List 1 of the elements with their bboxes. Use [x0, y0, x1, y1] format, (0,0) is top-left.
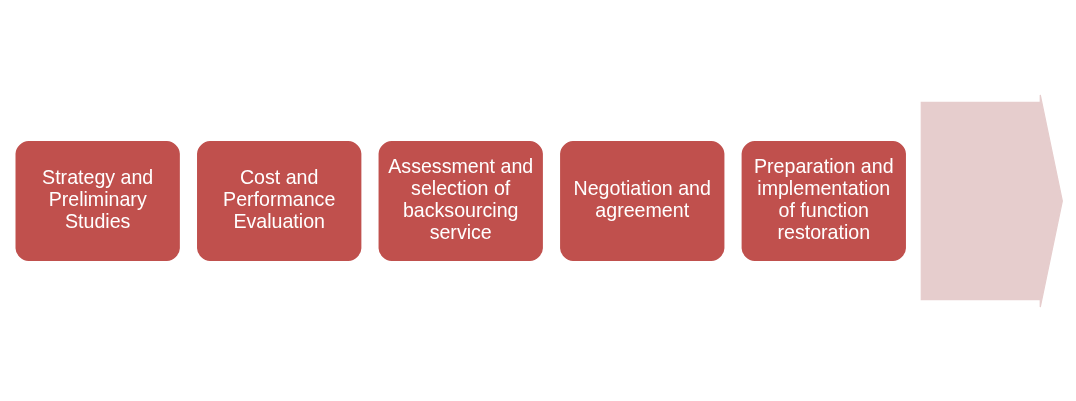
node-arrow — [920, 93, 1063, 308]
